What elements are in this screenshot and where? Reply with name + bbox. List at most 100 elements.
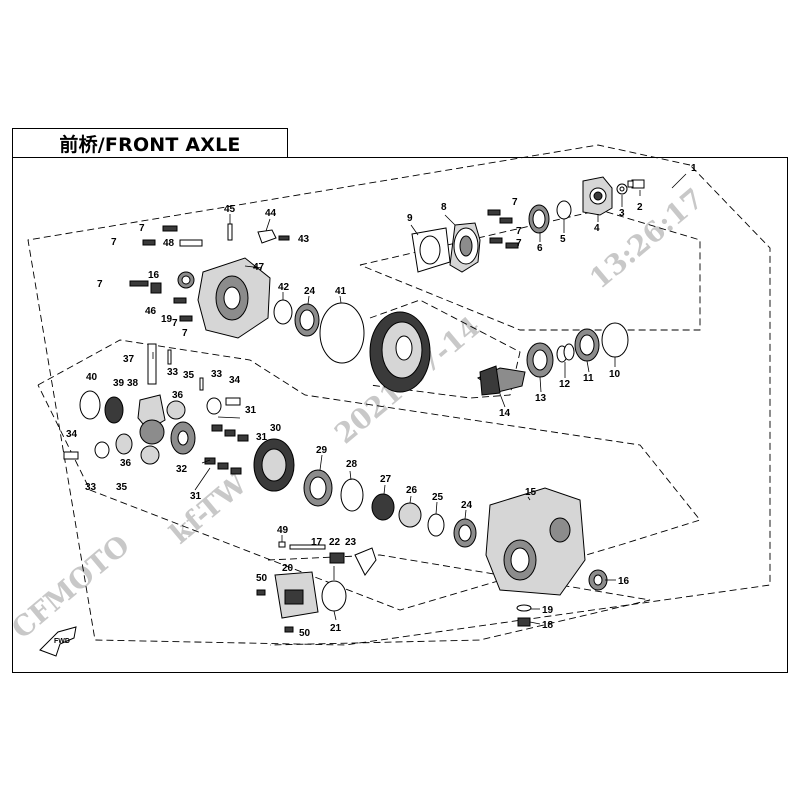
callout-7h: 7 [182,328,188,339]
part-gear-36 [115,433,133,455]
callout-11: 11 [583,373,594,384]
callout-23: 23 [345,537,357,548]
callout-33b: 33 [211,369,223,380]
callout-21: 21 [330,623,342,634]
callout-24a: 24 [304,286,316,297]
part-bolts-7-cover [129,225,193,322]
part-shaft-17 [289,544,326,550]
callout-38: 38 [127,378,139,389]
part-main-housing-15 [485,487,586,596]
part-seal-6 [528,204,550,234]
part-bolt-48 [179,239,203,247]
part-housing-8 [449,222,481,273]
callout-50b: 50 [299,628,311,639]
fwd-label: FWD [54,638,70,645]
part-seal-16-lower [588,569,608,591]
callouts: 1 2 3 4 5 6 7 7 7 8 9 10 11 12 13 14 7 7… [66,163,697,639]
part-bolts-7-housing [487,209,519,249]
callout-19a: 19 [161,314,173,325]
callout-34a: 34 [229,375,241,386]
callout-46: 46 [145,306,157,317]
callout-9: 9 [407,213,413,224]
callout-34b: 34 [66,429,78,440]
callout-49: 49 [277,525,289,536]
callout-35b: 35 [116,482,128,493]
callout-7b: 7 [516,226,522,237]
callout-3: 3 [619,208,625,219]
part-bolt-34 [63,397,241,460]
part-oring-21 [321,580,347,612]
part-sleeve-26 [398,502,422,528]
part-flange-4 [582,176,613,216]
callout-16b: 16 [618,576,630,587]
callout-50a: 50 [256,573,268,584]
part-snap-ring-25 [427,513,445,537]
callout-19b: 19 [542,605,554,616]
part-gasket-9 [411,227,451,273]
callout-39: 39 [113,378,125,389]
callout-7c: 7 [516,238,522,249]
callout-5: 5 [560,234,566,245]
part-oring-10 [601,322,629,358]
callout-43: 43 [298,234,310,245]
diagram-title-box: 前桥/FRONT AXLE [12,128,288,158]
callout-12: 12 [559,379,571,390]
callout-32: 32 [176,464,188,475]
part-bearing-24-top [294,303,320,337]
part-drain-plug-18 [517,617,531,627]
callout-24b: 24 [461,500,473,511]
diagram-title: 前桥/FRONT AXLE [59,133,241,156]
part-bolts-50 [256,589,294,633]
part-oring-28 [340,478,364,512]
callout-31c: 31 [190,491,202,502]
callout-30: 30 [270,423,282,434]
part-washer-19 [516,604,532,612]
part-fork-23 [354,547,377,576]
callout-13: 13 [535,393,547,404]
callout-33c: 33 [85,482,97,493]
diagram-frame [12,157,788,673]
callout-40: 40 [86,372,98,383]
callout-1: 1 [691,163,697,174]
outline-assembly-1 [27,144,771,646]
callout-36a: 36 [172,390,184,401]
callout-31a: 31 [245,405,257,416]
watermark-code: kf-TW [163,467,253,550]
part-spider-gears [139,400,186,465]
part-ring-gear [369,311,431,393]
outline-subassembly-diff [37,339,701,611]
callout-28: 28 [346,459,358,470]
outline-subassembly-lock [267,554,651,646]
part-spring-46 [150,282,162,294]
part-pinion-14 [476,365,526,396]
part-washer-3 [616,183,628,195]
callout-45: 45 [224,204,236,215]
callout-33a: 33 [167,367,179,378]
part-pin-45 [227,223,233,241]
callout-25: 25 [432,492,444,503]
callout-6: 6 [537,243,543,254]
part-bearing-13 [526,342,554,378]
callout-29: 29 [316,445,328,456]
callout-27: 27 [380,474,392,485]
part-case-30 [253,438,295,492]
part-pin-33 [167,349,204,391]
callout-22: 22 [329,537,341,548]
part-rollers-31 [204,424,249,475]
part-actuator-20 [274,571,319,619]
part-bearing-29 [303,469,333,507]
callout-18: 18 [542,620,554,631]
part-block-22 [329,552,345,564]
part-cover-47 [197,257,271,339]
callout-14: 14 [499,408,511,419]
watermark-brand: CFMOTO [5,528,136,645]
callout-48: 48 [163,238,175,249]
callout-17: 17 [311,537,323,548]
callout-41: 41 [335,286,347,297]
part-bearing-24-lower [453,518,477,548]
part-washer-40 [79,390,101,420]
callout-10: 10 [609,369,621,380]
part-bracket-44 [257,229,290,244]
callout-7g: 7 [172,318,178,329]
part-shims-12 [556,343,575,363]
